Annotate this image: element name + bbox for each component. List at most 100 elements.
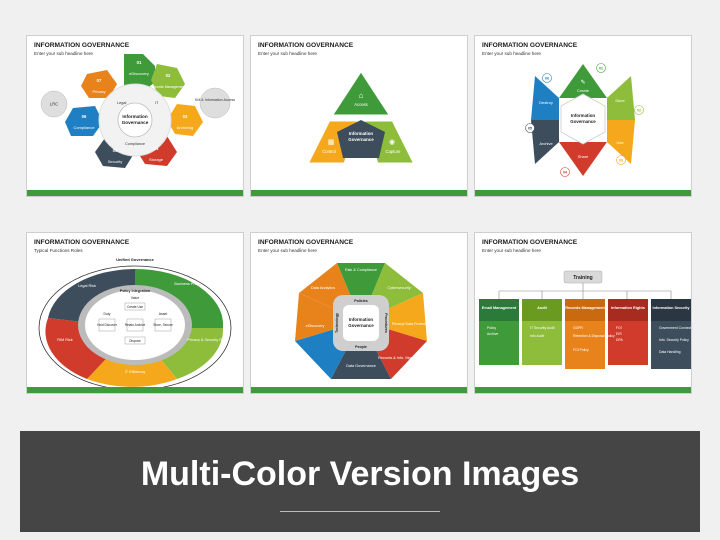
km-label: KM & Information Access bbox=[195, 98, 235, 102]
svg-text:Retention & Disposal Policy: Retention & Disposal Policy bbox=[573, 334, 615, 338]
svg-text:Governance: Governance bbox=[570, 119, 596, 124]
svg-text:Data Analytics: Data Analytics bbox=[311, 286, 335, 290]
access-label: Access bbox=[354, 102, 368, 107]
svg-text:Information: Information bbox=[349, 131, 373, 136]
svg-text:Hold Discover: Hold Discover bbox=[97, 323, 118, 327]
svg-text:Destroy: Destroy bbox=[539, 100, 553, 105]
svg-text:05: 05 bbox=[528, 127, 532, 131]
slide-thumb-6[interactable]: INFORMATION GOVERNANCE Enter your sub he… bbox=[474, 232, 692, 394]
svg-text:Information: Information bbox=[571, 113, 595, 118]
svg-text:Archiving: Archiving bbox=[177, 125, 193, 130]
svg-text:02: 02 bbox=[166, 73, 171, 78]
svg-text:Asset: Asset bbox=[159, 312, 168, 316]
svg-text:People: People bbox=[355, 345, 367, 349]
svg-text:Info. Security Policy: Info. Security Policy bbox=[659, 338, 689, 342]
lrc-label: LRC bbox=[50, 102, 58, 107]
svg-text:Records & Info. Mgmt.: Records & Info. Mgmt. bbox=[378, 356, 416, 360]
svg-text:Value: Value bbox=[131, 296, 140, 300]
svg-text:02: 02 bbox=[637, 109, 641, 113]
slide-subtitle: Enter your sub headline here bbox=[482, 51, 541, 56]
svg-text:Information Rights: Information Rights bbox=[611, 306, 645, 310]
slide-subtitle: Typical Functions Roles bbox=[34, 248, 83, 253]
svg-text:Policy Integration: Policy Integration bbox=[120, 289, 150, 293]
svg-text:01: 01 bbox=[599, 67, 603, 71]
diagram-triangle: ⌂ Access Information Governance ▦ Contro… bbox=[305, 68, 417, 166]
edit-icon: ✎ bbox=[580, 79, 585, 86]
diagram-segments-ring: LRC KM & Information Access Information … bbox=[40, 54, 235, 168]
svg-text:Business Profit: Business Profit bbox=[174, 282, 200, 286]
svg-text:Governance: Governance bbox=[348, 137, 374, 142]
svg-text:Share: Share bbox=[578, 154, 589, 159]
svg-text:eDiscovery: eDiscovery bbox=[306, 324, 325, 328]
banner-divider bbox=[280, 511, 440, 512]
title-banner: Multi-Color Version Images bbox=[20, 431, 700, 532]
slide-subtitle: Enter your sub headline here bbox=[258, 248, 317, 253]
slide-footer-bar bbox=[27, 190, 243, 196]
svg-text:FOI: FOI bbox=[616, 326, 622, 330]
svg-text:Records Management: Records Management bbox=[565, 306, 605, 310]
outer-label: Unified Governance bbox=[116, 257, 155, 262]
inner-compliance: Compliance bbox=[125, 142, 145, 146]
slide-thumb-3[interactable]: INFORMATION GOVERNANCE Enter your sub he… bbox=[474, 35, 692, 197]
svg-text:Data Governance: Data Governance bbox=[346, 364, 376, 368]
slide-thumb-1[interactable]: INFORMATION GOVERNANCE Enter your sub he… bbox=[26, 35, 244, 197]
svg-text:RIM Risk: RIM Risk bbox=[57, 338, 72, 342]
svg-text:FOI Policy: FOI Policy bbox=[573, 348, 589, 352]
eye-icon: ◉ bbox=[389, 139, 395, 146]
svg-text:Procedures: Procedures bbox=[384, 313, 388, 333]
diagram-hexagon-cycle: Information Governance 01 ✎ Create 02 St… bbox=[525, 63, 644, 177]
svg-text:GDPR: GDPR bbox=[573, 326, 583, 330]
svg-text:01: 01 bbox=[137, 60, 142, 65]
slide-thumb-2[interactable]: INFORMATION GOVERNANCE Enter your sub he… bbox=[250, 35, 468, 197]
diagram-org-chart: Training Email Management Policy Archive… bbox=[479, 270, 691, 369]
svg-text:Archive: Archive bbox=[487, 332, 498, 336]
slide-title: INFORMATION GOVERNANCE bbox=[34, 42, 130, 49]
svg-text:Privacy & Security Risk: Privacy & Security Risk bbox=[187, 338, 226, 342]
svg-text:Technology: Technology bbox=[335, 313, 339, 333]
svg-text:IT Efficiency: IT Efficiency bbox=[125, 370, 146, 374]
svg-text:Store, Secure: Store, Secure bbox=[153, 323, 173, 327]
inner-legal: Legal bbox=[117, 101, 126, 105]
grid-icon: ▦ bbox=[328, 139, 335, 146]
svg-text:Information: Information bbox=[349, 317, 373, 322]
svg-text:06: 06 bbox=[545, 77, 549, 81]
svg-text:DPA: DPA bbox=[616, 338, 623, 342]
svg-text:Privacy: Privacy bbox=[92, 89, 105, 94]
slide-title: INFORMATION GOVERNANCE bbox=[34, 239, 130, 246]
control-label: Control bbox=[322, 149, 336, 154]
svg-text:Risk & Compliance: Risk & Compliance bbox=[345, 268, 377, 272]
svg-text:EIR: EIR bbox=[616, 332, 622, 336]
slide-footer-bar bbox=[27, 387, 243, 393]
center-label-2: Governance bbox=[122, 120, 149, 125]
svg-text:06: 06 bbox=[82, 114, 87, 119]
svg-text:Audit: Audit bbox=[537, 306, 547, 310]
svg-text:Government Connect: Government Connect bbox=[659, 326, 691, 330]
slide-subtitle: Enter your sub headline here bbox=[482, 248, 541, 253]
slide-subtitle: Enter your sub headline here bbox=[34, 51, 93, 56]
capture-label: Capture bbox=[386, 149, 402, 154]
svg-text:03: 03 bbox=[183, 114, 188, 119]
svg-text:Retain Archive: Retain Archive bbox=[125, 323, 146, 327]
svg-text:Policy: Policy bbox=[487, 326, 496, 330]
svg-text:Store: Store bbox=[615, 98, 625, 103]
svg-text:04: 04 bbox=[154, 146, 159, 151]
svg-text:Data Handling: Data Handling bbox=[659, 350, 681, 354]
slide-title: INFORMATION GOVERNANCE bbox=[482, 239, 578, 246]
slide-thumb-5[interactable]: INFORMATION GOVERNANCE Enter your sub he… bbox=[250, 232, 468, 394]
svg-text:Archive: Archive bbox=[539, 141, 553, 146]
center-label-1: Information bbox=[122, 114, 147, 119]
svg-text:Policies: Policies bbox=[354, 299, 368, 303]
banner-title: Multi-Color Version Images bbox=[140, 455, 580, 493]
svg-text:Info Audit: Info Audit bbox=[530, 334, 544, 338]
svg-text:IT Security Audit: IT Security Audit bbox=[530, 326, 555, 330]
root-label: Training bbox=[573, 275, 592, 281]
svg-text:Use: Use bbox=[616, 140, 624, 145]
svg-text:Cybersecurity: Cybersecurity bbox=[387, 286, 410, 290]
svg-text:Duty: Duty bbox=[104, 312, 111, 316]
svg-text:Create: Create bbox=[577, 88, 590, 93]
slide-thumb-4[interactable]: INFORMATION GOVERNANCE Typical Functions… bbox=[26, 232, 244, 394]
svg-text:Records Management: Records Management bbox=[150, 85, 185, 89]
svg-text:Security: Security bbox=[108, 159, 122, 164]
slide-footer-bar bbox=[251, 387, 467, 393]
inner-it: IT bbox=[155, 101, 159, 105]
